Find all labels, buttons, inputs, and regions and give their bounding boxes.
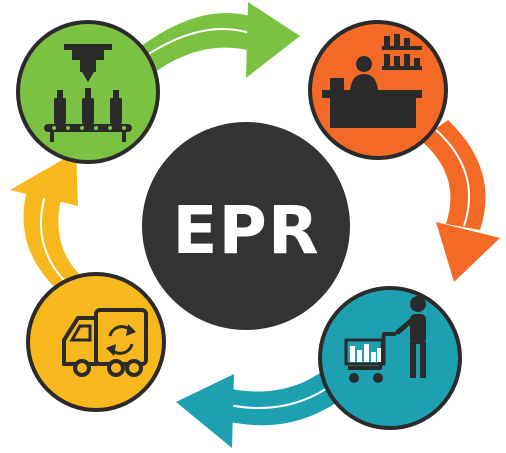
recycling-truck-icon [26,272,166,412]
orange-arrow [420,120,500,282]
factory-production-icon [16,20,160,164]
epr-hub-circle [142,122,350,330]
retail-shop-icon [308,20,448,160]
shopping-cart-consumer-icon [318,286,462,430]
yellow-arrow [10,152,88,296]
